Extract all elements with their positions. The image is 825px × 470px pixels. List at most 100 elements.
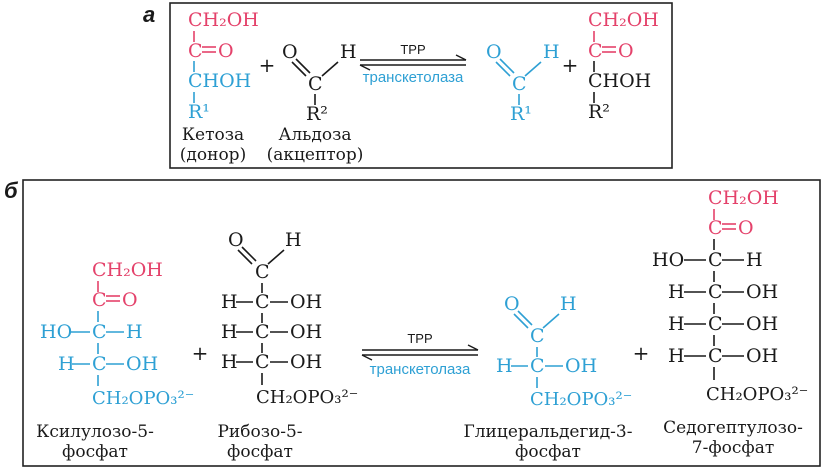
panel-a: а CH₂OH C O CHOH R¹ Кетоза (донор) + O H… xyxy=(143,2,673,169)
aldose-role: (акцептор) xyxy=(267,145,364,165)
ketose-name: Кетоза xyxy=(182,125,244,145)
xylulose-ch2oh: CH₂OH xyxy=(92,259,163,281)
panel-a-product-aldose: O H C R¹ xyxy=(486,41,560,125)
ribose-row-3-h: H xyxy=(221,351,238,373)
ribose-double-bond-a xyxy=(237,249,253,265)
panel-a-plus-2: + xyxy=(562,53,579,77)
ketose-r1: R¹ xyxy=(188,101,210,123)
panel-a-label: а xyxy=(143,2,155,27)
ribose-row-3-c: C xyxy=(255,351,270,373)
glyceraldehyde-o: O xyxy=(504,293,520,315)
aldose-o: O xyxy=(282,41,298,63)
product1-o: O xyxy=(486,41,502,63)
ribose-row-2-h: H xyxy=(221,321,238,343)
glyceraldehyde-ch-bond xyxy=(542,313,560,329)
xylulose-name-line-2: фосфат xyxy=(62,442,128,462)
ribose-row-3-oh: OH xyxy=(290,351,322,373)
ketose-carbonyl-o: O xyxy=(218,40,234,62)
xylulose-c3: C xyxy=(92,321,107,343)
sedoheptulose-carbonyl-o: O xyxy=(738,217,754,239)
panel-b-reverse-arrowhead xyxy=(361,354,373,361)
panel-a-forward-arrowhead xyxy=(455,54,467,61)
ketose-carbonyl-c: C xyxy=(188,40,203,62)
product1-r1: R¹ xyxy=(510,103,532,125)
panel-a-arrow-top-label: TPP xyxy=(400,42,425,57)
ribose-row-1-h: H xyxy=(221,291,238,313)
ribose-name-line-2: фосфат xyxy=(227,442,293,462)
ribose-row-1-c: C xyxy=(255,291,270,313)
panel-b: б CH₂OH C O HO C H H C OH CH₂OPO₃²⁻ Ксил… xyxy=(4,178,821,467)
ribose-ch-bond xyxy=(267,249,285,265)
xylulose-h4: H xyxy=(58,353,75,375)
glyceraldehyde-double-bond-a xyxy=(513,313,529,329)
glyceraldehyde-c2: C xyxy=(530,355,545,377)
panel-b-equilibrium-arrow: TPP транскетолаза xyxy=(361,331,479,378)
sedoheptulose-ch2opo3: CH₂OPO₃²⁻ xyxy=(706,384,808,405)
sedoheptulose-row-3-c: C xyxy=(708,345,723,367)
xylulose-h3: H xyxy=(126,321,143,343)
sedoheptulose-row-3-oh: OH xyxy=(746,345,778,367)
ribose-name-line-1: Рибозо-5- xyxy=(217,422,302,442)
aldose-h: H xyxy=(340,41,357,63)
product1-ch-bond xyxy=(524,61,542,77)
ribose-row-1-oh: OH xyxy=(290,291,322,313)
product2-carbonyl-o: O xyxy=(618,40,634,62)
glyceraldehyde-h: H xyxy=(560,293,577,315)
glyceraldehyde-c1: C xyxy=(530,325,545,347)
glyceraldehyde-h2: H xyxy=(496,355,513,377)
panel-a-arrow-bottom-label: транскетолаза xyxy=(363,69,464,86)
panel-a-plus-1: + xyxy=(259,53,276,77)
ribose-row-2-oh: OH xyxy=(290,321,322,343)
sedoheptulose-carbonyl-c: C xyxy=(708,217,723,239)
sedoheptulose-row-2-h: H xyxy=(668,313,685,335)
sedoheptulose-row-2-oh: OH xyxy=(746,313,778,335)
ketose-choh: CHOH xyxy=(188,70,251,92)
sedoheptulose-row-3-h: H xyxy=(668,345,685,367)
panel-a-equilibrium-arrow: TPP транскетолаза xyxy=(359,42,467,86)
xylulose-carbonyl-c: C xyxy=(92,289,107,311)
sedoheptulose-row-1-h: H xyxy=(668,281,685,303)
aldose-c: C xyxy=(308,73,323,95)
panel-b-plus-1: + xyxy=(192,341,209,365)
ketose-role: (донор) xyxy=(180,145,246,165)
xylulose-oh4: OH xyxy=(126,353,158,375)
aldose-r2: R² xyxy=(306,103,328,125)
product2-ch2oh: CH₂OH xyxy=(588,9,659,31)
sedoheptulose-c3: C xyxy=(708,249,723,271)
product2-choh: CHOH xyxy=(588,70,651,92)
sedoheptulose-7-phosphate: CH₂OH C O HO C H H C OH H C OH H xyxy=(652,187,808,458)
product1-double-bond-b xyxy=(499,58,515,74)
panel-b-frame xyxy=(22,179,821,467)
panel-a-frame xyxy=(169,2,673,169)
product2-r2: R² xyxy=(588,101,610,123)
sedoheptulose-name-line-1: Седогептулозо- xyxy=(663,418,803,438)
xylulose-carbonyl-o: O xyxy=(122,289,138,311)
glyceraldehyde-3-phosphate: O H C H C OH CH₂OPO₃²⁻ Глицеральдегид-3-… xyxy=(464,293,633,462)
sedoheptulose-row-1-c: C xyxy=(708,281,723,303)
glyceraldehyde-oh2: OH xyxy=(565,355,597,377)
sedoheptulose-h3: H xyxy=(746,249,763,271)
glyceraldehyde-name-line-2: фосфат xyxy=(515,442,581,462)
product1-double-bond-a xyxy=(495,61,511,77)
aldose-name: Альдоза xyxy=(278,125,351,145)
panel-b-forward-arrowhead xyxy=(467,344,479,351)
glyceraldehyde-name-line-1: Глицеральдегид-3- xyxy=(464,422,633,442)
xylulose-name-line-1: Ксилулозо-5- xyxy=(36,422,154,442)
xylulose-5-phosphate: CH₂OH C O HO C H H C OH CH₂OPO₃²⁻ Ксилул… xyxy=(36,259,194,462)
ribose-row-2-c: C xyxy=(255,321,270,343)
product1-c: C xyxy=(512,73,527,95)
aldose-ch-bond xyxy=(321,61,339,77)
ketose-structure: CH₂OH C O CHOH R¹ Кетоза (донор) xyxy=(180,9,259,165)
panel-a-reverse-arrowhead xyxy=(359,64,371,71)
panel-b-arrow-top-label: TPP xyxy=(407,331,432,346)
xylulose-ch2opo3: CH₂OPO₃²⁻ xyxy=(92,388,194,409)
ketose-ch2oh: CH₂OH xyxy=(188,9,259,31)
sedoheptulose-ch2oh: CH₂OH xyxy=(708,187,779,209)
aldose-structure: O H C R² Альдоза (акцептор) xyxy=(267,41,364,165)
ribose-c1: C xyxy=(255,261,270,283)
sedoheptulose-row-1-oh: OH xyxy=(746,281,778,303)
ribose-ch2opo3: CH₂OPO₃²⁻ xyxy=(256,387,358,408)
sedoheptulose-row-2-c: C xyxy=(708,313,723,335)
panel-b-plus-2: + xyxy=(633,341,650,365)
